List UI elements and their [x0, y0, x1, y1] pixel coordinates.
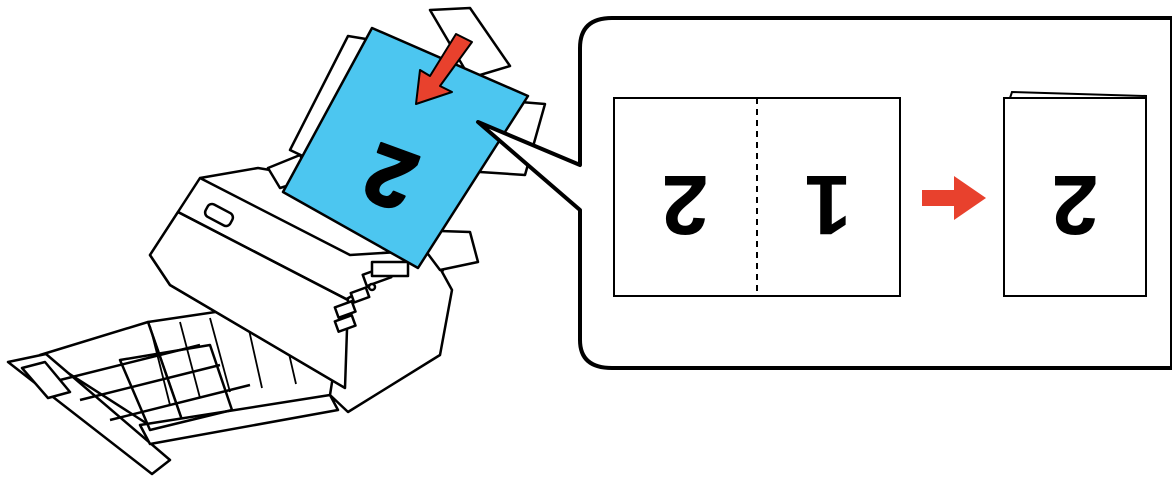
scanner-illustration: 2 [6, 6, 547, 476]
right-page-digit: 1 [805, 158, 852, 252]
right-arrow-icon [922, 176, 986, 220]
unfolded-page: 2 1 [613, 97, 901, 297]
result-digit: 2 [1052, 158, 1099, 252]
feed-arrow [415, 33, 473, 105]
blue-document: 2 [281, 26, 530, 270]
callout: 2 1 2 [476, 16, 1172, 370]
left-page-digit: 2 [662, 158, 709, 252]
folded-page: 2 [1003, 90, 1147, 297]
